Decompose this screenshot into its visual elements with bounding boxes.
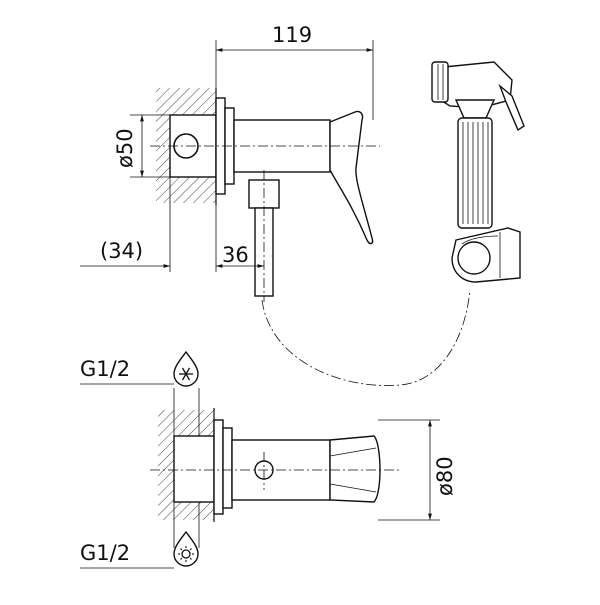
dim-outlet-offset: 36 xyxy=(222,243,249,267)
snowflake-droplet-icon xyxy=(173,350,199,387)
dim-body-diameter: ø50 xyxy=(113,128,137,168)
side-view: 119 ø50 (34) 36 xyxy=(80,23,471,386)
lever-handle xyxy=(329,110,374,245)
front-view: ø80 G1/2 G1/2 xyxy=(80,350,457,569)
lever-end xyxy=(329,435,381,503)
dim-wall-offset: (34) xyxy=(100,239,143,263)
dim-flange-diameter: ø80 xyxy=(433,456,457,496)
hot-inlet-label: G1/2 xyxy=(80,541,130,565)
cartridge-body-bottom xyxy=(173,435,215,503)
sun-droplet-icon xyxy=(173,530,199,567)
wall-plate-bottom xyxy=(213,419,224,515)
hose-path xyxy=(261,289,471,386)
rosette-bottom xyxy=(222,427,233,509)
cold-inlet-label: G1/2 xyxy=(80,357,130,381)
dim-overall-length: 119 xyxy=(272,23,312,47)
bidet-spray-handset-icon xyxy=(431,61,525,283)
grip-ridges xyxy=(462,122,489,224)
